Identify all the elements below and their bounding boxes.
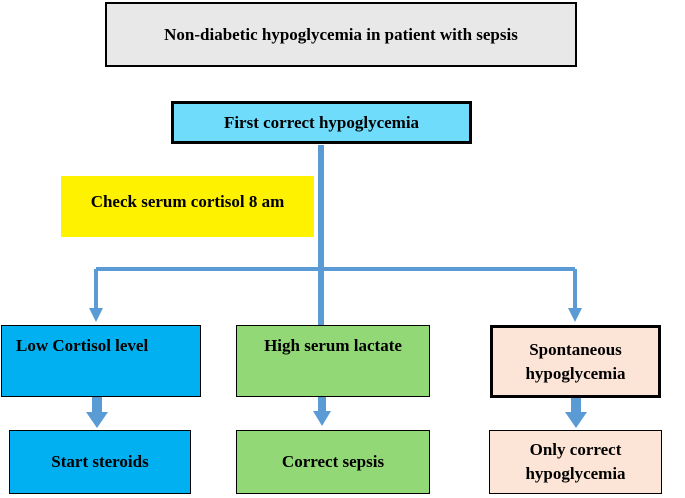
low-cortisol-box: Low Cortisol level (1, 325, 201, 397)
title-box: Non-diabetic hypoglycemia in patient wit… (105, 2, 577, 67)
block-arrow-only-correct (565, 398, 587, 428)
start-steroids-box: Start steroids (9, 430, 191, 494)
block-arrow-sepsis (313, 397, 331, 426)
high-lactate-box: High serum lactate (236, 325, 430, 397)
correct-sepsis-text: Correct sepsis (281, 452, 385, 472)
check-cortisol-box: Check serum cortisol 8 am (61, 176, 314, 237)
spontaneous-hypoglycemia-text: Spontaneous hypoglycemia (525, 339, 626, 383)
only-correct-box: Only correct hypoglycemia (489, 430, 662, 494)
check-cortisol-text: Check serum cortisol 8 am (90, 192, 285, 211)
arrowhead-low-cortisol (89, 308, 103, 322)
only-correct-text: Only correct hypoglycemia (525, 440, 626, 483)
spontaneous-hypoglycemia-box: Spontaneous hypoglycemia (490, 325, 661, 398)
block-arrow-steroids (86, 397, 108, 428)
high-lactate-text: High serum lactate (264, 336, 402, 355)
first-step-box: First correct hypoglycemia (171, 101, 472, 144)
correct-sepsis-box: Correct sepsis (236, 430, 430, 494)
title-text: Non-diabetic hypoglycemia in patient wit… (164, 24, 518, 44)
first-step-text: First correct hypoglycemia (223, 112, 420, 132)
low-cortisol-text: Low Cortisol level (16, 336, 149, 355)
arrowhead-spontaneous (568, 308, 582, 322)
start-steroids-text: Start steroids (51, 452, 149, 472)
